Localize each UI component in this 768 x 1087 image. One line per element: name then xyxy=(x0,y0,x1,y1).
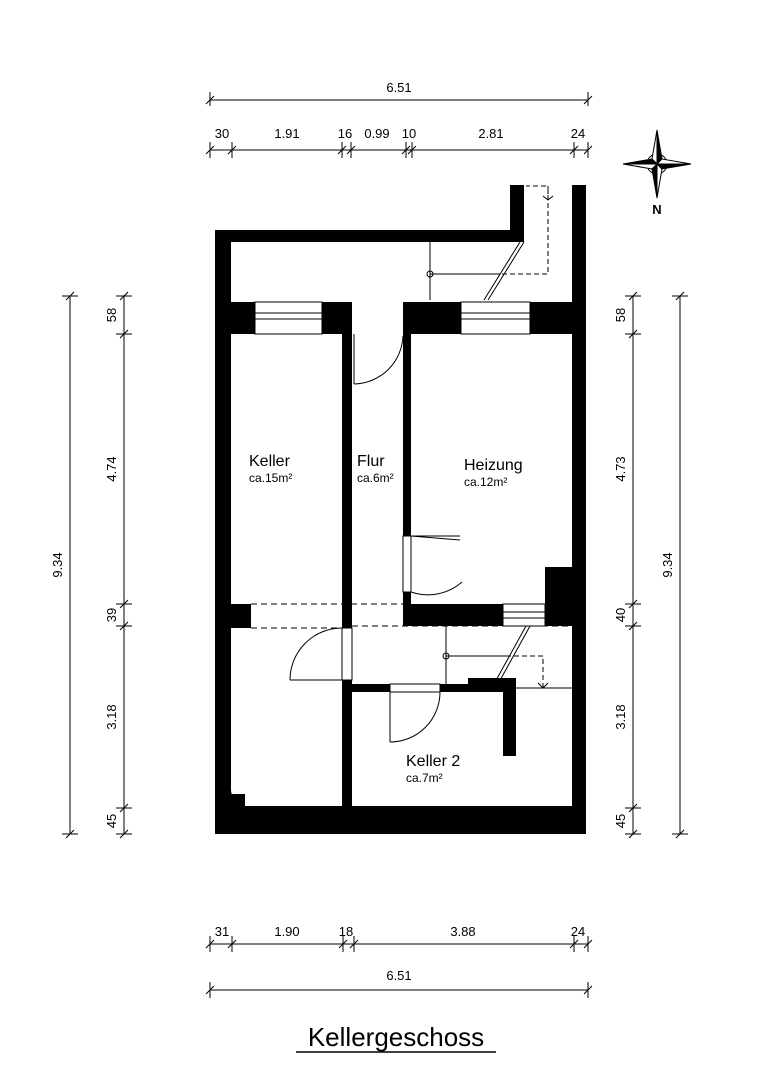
doors xyxy=(289,334,463,743)
page-title: Kellergeschoss xyxy=(308,1022,484,1052)
room-keller-area: ca.15m² xyxy=(249,471,292,485)
dim-top-total: 6.51 xyxy=(386,80,411,95)
room-keller2-area: ca.7m² xyxy=(406,771,443,785)
dim-top-seg-6: 2.81 xyxy=(478,126,503,141)
staircases xyxy=(426,185,572,689)
dimension-right xyxy=(625,291,688,839)
dim-left-total: 9.34 xyxy=(50,552,65,577)
dim-left-seg-1: 58 xyxy=(104,308,119,322)
dimension-top xyxy=(205,92,593,158)
dimension-bottom xyxy=(205,936,593,998)
room-heizung-area: ca.12m² xyxy=(464,475,507,489)
dim-right-seg-4: 3.18 xyxy=(613,704,628,729)
dim-top-seg-5: 10 xyxy=(402,126,416,141)
watermark: www.grundriss.com xyxy=(220,727,232,823)
dim-left-seg-3: 39 xyxy=(104,608,119,622)
dim-top-seg-4: 0.99 xyxy=(364,126,389,141)
dim-right-seg-2: 4.73 xyxy=(613,456,628,481)
room-heizung-name: Heizung xyxy=(464,457,523,474)
dim-top-seg-7: 24 xyxy=(571,126,585,141)
dim-right-seg-5: 45 xyxy=(613,814,628,828)
compass-label: N xyxy=(652,202,661,217)
dim-top-seg-1: 30 xyxy=(215,126,229,141)
dim-bottom-seg-4: 3.88 xyxy=(450,924,475,939)
dim-right-seg-1: 58 xyxy=(613,308,628,322)
dim-bottom-total: 6.51 xyxy=(386,968,411,983)
walls xyxy=(215,185,586,834)
dim-right-seg-3: 40 xyxy=(613,608,628,622)
room-keller-name: Keller xyxy=(249,453,291,470)
dim-bottom-seg-5: 24 xyxy=(571,924,585,939)
room-separators xyxy=(251,603,572,629)
room-flur-area: ca.6m² xyxy=(357,471,394,485)
dim-bottom-seg-1: 31 xyxy=(215,924,229,939)
room-keller2-name: Keller 2 xyxy=(406,753,460,770)
dim-right-total: 9.34 xyxy=(660,552,675,577)
dim-top-seg-3: 16 xyxy=(338,126,352,141)
dim-bottom-seg-2: 1.90 xyxy=(274,924,299,939)
dim-top-seg-2: 1.91 xyxy=(274,126,299,141)
dim-bottom-seg-3: 18 xyxy=(339,924,353,939)
dim-left-seg-5: 45 xyxy=(104,814,119,828)
room-flur-name: Flur xyxy=(357,453,385,470)
compass-icon xyxy=(622,129,692,199)
dimension-left xyxy=(62,291,132,839)
windows xyxy=(254,301,546,627)
dim-left-seg-2: 4.74 xyxy=(104,456,119,481)
dim-left-seg-4: 3.18 xyxy=(104,704,119,729)
